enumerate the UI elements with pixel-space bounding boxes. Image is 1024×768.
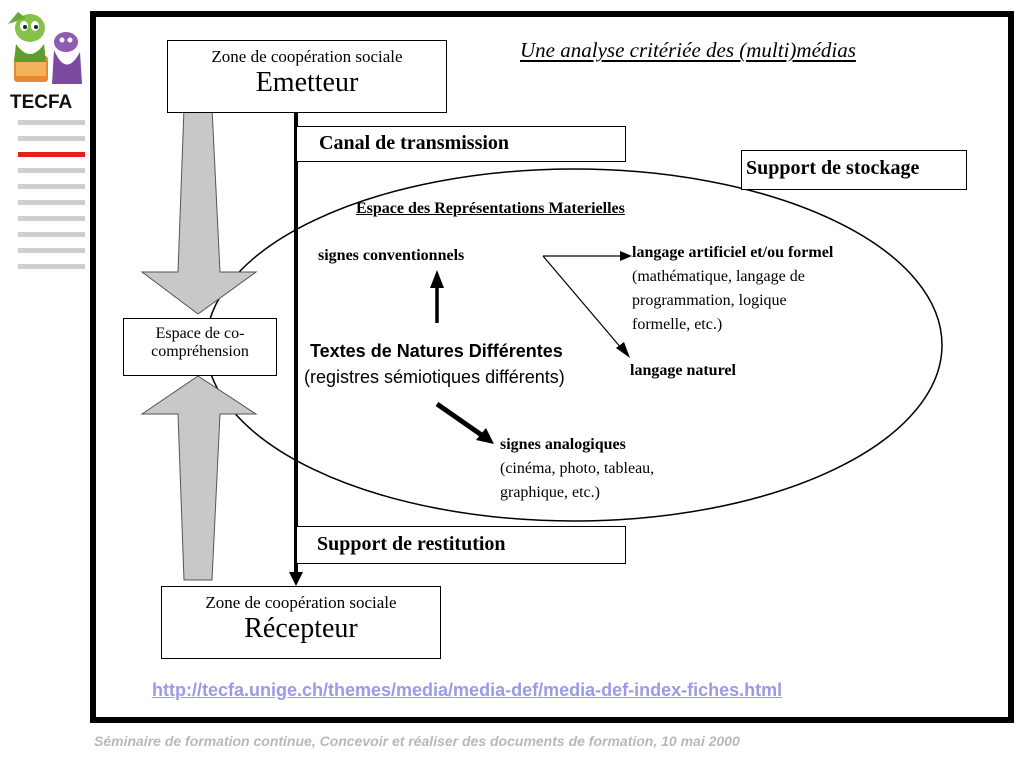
nav-bar-8[interactable] [18, 232, 85, 237]
arrow-to-analogiques [435, 401, 485, 439]
canal-label: Canal de transmission [319, 132, 510, 154]
nav-bar-1[interactable] [18, 120, 85, 125]
arrow-to-naturel-head [616, 342, 630, 358]
espace-co-line2: compréhension [151, 343, 249, 360]
nav-bar-9[interactable] [18, 248, 85, 253]
textes-registres-label: (registres sémiotiques différents) [304, 367, 565, 387]
signes-analogiques-line2: graphique, etc.) [500, 484, 600, 501]
down-block-arrow [140, 107, 258, 315]
langage-artificiel-line2: programmation, logique [632, 292, 787, 309]
arrow-to-conventionnels-head [430, 270, 444, 288]
langage-artificiel-line3: formelle, etc.) [632, 316, 723, 333]
restitution-box: Support de restitution [296, 526, 626, 564]
nav-bar-6[interactable] [18, 200, 85, 205]
stockage-box: Support de stockage [741, 150, 967, 190]
slide-title: Une analyse critériée des (multi)médias [520, 38, 856, 62]
espace-co-box: Espace de co- compréhension [123, 318, 277, 376]
nav-bar-5[interactable] [18, 184, 85, 189]
emetteur-subtitle: Zone de coopération sociale [211, 47, 403, 66]
stockage-label: Support de stockage [746, 157, 920, 179]
espace-representations-label: Espace des Représentations Materielles [356, 200, 625, 217]
nav-bar-7[interactable] [18, 216, 85, 221]
signes-analogiques-head: signes analogiques [500, 436, 626, 453]
emetteur-box: Zone de coopération sociale Emetteur [167, 40, 447, 113]
signes-analogiques-line1: (cinéma, photo, tableau, [500, 460, 655, 477]
restitution-label: Support de restitution [317, 533, 506, 555]
mascot-icon [8, 12, 82, 84]
recepteur-subtitle: Zone de coopération sociale [205, 593, 397, 612]
canal-box: Canal de transmission [296, 126, 626, 162]
logo-text: TECFA [10, 92, 73, 113]
langage-artificiel-line1: (mathématique, langage de [632, 268, 805, 285]
espace-co-line1: Espace de co- [155, 325, 245, 342]
emetteur-title: Emetteur [255, 67, 359, 98]
signes-conventionnels-label: signes conventionnels [318, 247, 465, 264]
nav-bar-10[interactable] [18, 264, 85, 269]
footer-text: Séminaire de formation continue, Concevo… [94, 733, 740, 749]
langage-naturel-label: langage naturel [630, 362, 736, 379]
nav-bar-2[interactable] [18, 136, 85, 141]
up-block-arrow [140, 375, 258, 581]
recepteur-box: Zone de coopération sociale Récepteur [161, 586, 441, 659]
recepteur-title: Récepteur [244, 613, 358, 644]
nav-bar-4[interactable] [18, 168, 85, 173]
arrow-to-artificiel-head [620, 251, 632, 261]
nav-bar-active[interactable] [18, 152, 85, 157]
source-url-link[interactable]: http://tecfa.unige.ch/themes/media/media… [152, 680, 783, 700]
arrow-to-naturel [542, 255, 623, 350]
transmission-arrowhead [289, 572, 303, 586]
arrow-to-analogiques-head [476, 428, 494, 444]
tecfa-logo: TECFA [4, 4, 88, 116]
textes-natures-label: Textes de Natures Différentes [310, 341, 563, 361]
langage-artificiel-head: langage artificiel et/ou formel [632, 244, 834, 261]
